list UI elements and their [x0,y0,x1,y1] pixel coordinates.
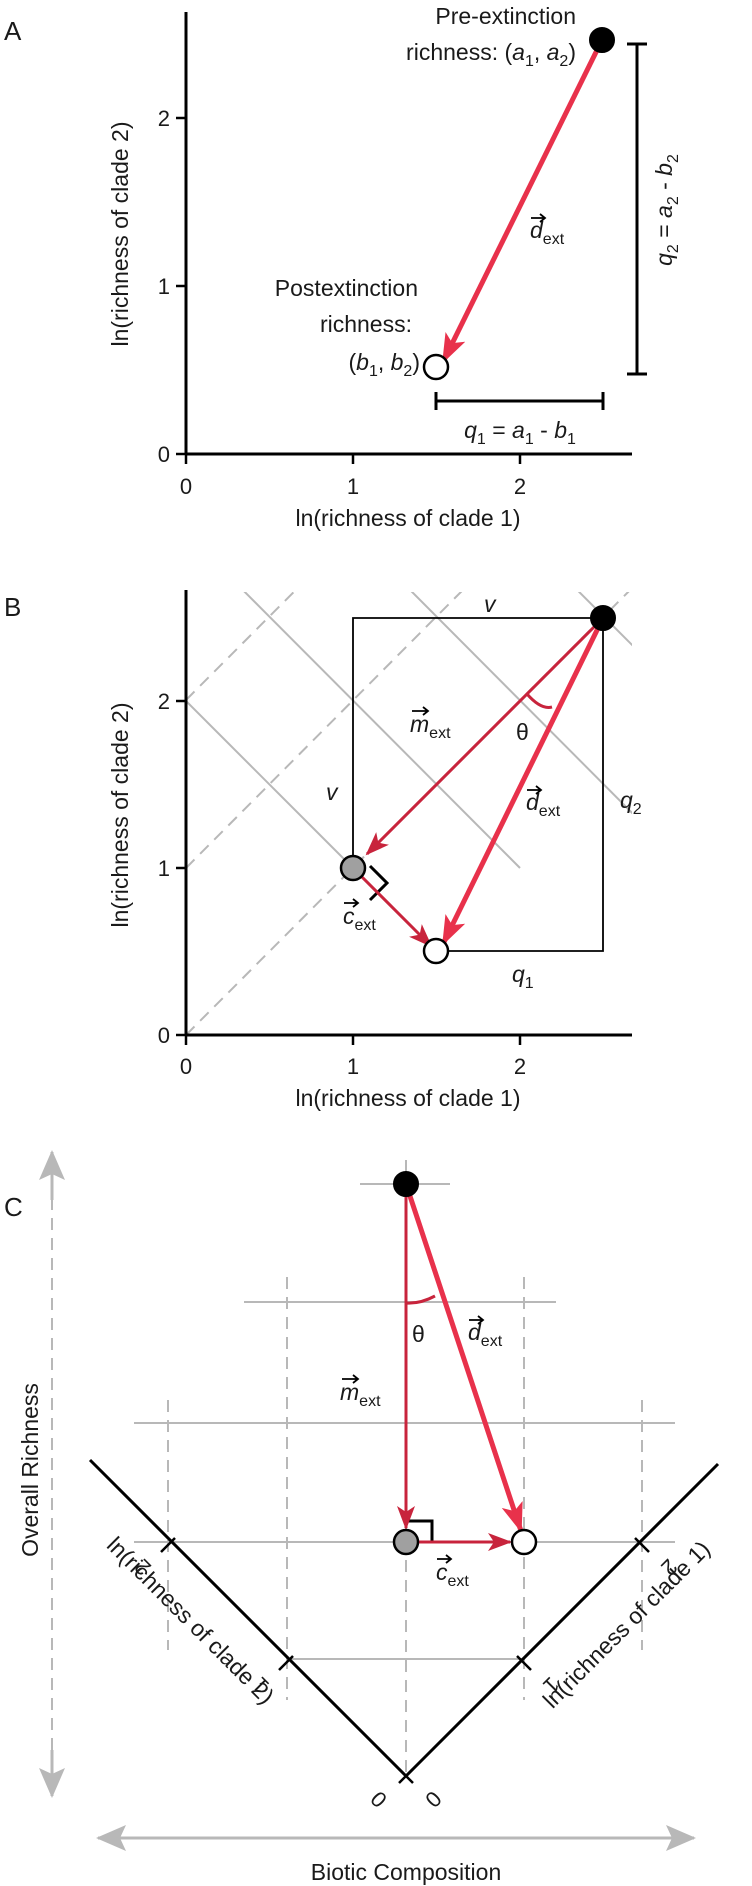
pre-extinction-label: Pre-extinction [435,3,576,29]
d-ext-label: dext [468,1319,503,1350]
rotated-grid [186,592,632,1036]
d-ext-vector [440,38,605,364]
v-label-top: v [484,591,497,617]
biotic-composition-label: Biotic Composition [311,1859,501,1885]
pre-extinction-coords: richness: (a1, a2) [406,39,576,70]
y-tick-label: 0 [158,1023,170,1048]
pre-extinction-point [589,27,615,53]
y-tick-label: 2 [158,689,170,714]
c-ext-vector [351,866,433,948]
x-tick-label: 0 [180,1054,192,1079]
y-tick-label: 1 [158,274,170,299]
post-extinction-coords: (b1, b2) [348,349,420,380]
panel-a: A 0 1 2 0 1 2 ln(richness of clade 1) ln… [4,3,682,531]
y-tick-label: 2 [158,106,170,131]
projection-point [392,1528,420,1556]
d-ext-label: dext [526,789,561,820]
v-box [352,617,604,952]
q1-formula: q1 = a1 - b1 [464,417,576,448]
c-ext-label: cext [436,1559,469,1590]
clade-1-tick-label: 0 [420,1786,446,1812]
x-tick-label: 2 [514,1054,526,1079]
clade-2-axis [88,1458,408,1778]
y-axis-label: ln(richness of clade 2) [107,703,133,928]
post-extinction-point [422,353,450,381]
post-extinction-label: Postextinction [275,275,418,301]
m-ext-label: mext [340,1379,381,1410]
x-tick-label: 1 [347,474,359,499]
panel-c: C Overall Richness Biotic Composition [4,1150,720,1885]
panel-b-letter: B [4,592,21,622]
clade-1-axis [404,1462,720,1778]
panel-a-letter: A [4,16,22,46]
pre-extinction-point [393,1171,419,1197]
right-angle-marker [368,864,390,902]
theta-arc [525,693,553,709]
overall-richness-label: Overall Richness [17,1383,43,1557]
x-tick-label: 0 [180,474,192,499]
clade-1-axis-label: ln(richness of clade 1) [538,1536,715,1713]
post-extinction-label-2: richness: [320,311,412,337]
v-label-left: v [326,779,339,805]
y-tick-label: 0 [158,442,170,467]
y-tick-label: 1 [158,856,170,881]
q2-formula: q2 = a2 - b2 [651,154,682,266]
x-tick-label: 1 [347,1054,359,1079]
projection-point [339,854,367,882]
d-ext-vector [403,1183,524,1533]
m-ext-vector [365,616,605,856]
clade-2-tick-label: 0 [366,1786,392,1812]
panel-c-letter: C [4,1192,23,1222]
pre-extinction-point [590,605,616,631]
panel-b: B 0 1 2 0 1 2 ln(richness of clade 1) [4,590,642,1111]
clade-2-axis-label: ln(richness of clade 2) [102,1532,279,1709]
c-ext-label: cext [343,903,376,934]
y-axis-label: ln(richness of clade 2) [107,122,133,347]
theta-label: θ [412,1321,425,1347]
post-extinction-point [422,937,450,965]
q2-label: q2 [620,787,642,818]
x-axis-label: ln(richness of clade 1) [296,1085,521,1111]
q2-bracket [627,42,647,376]
theta-label: θ [516,719,529,745]
q1-bracket [434,392,605,410]
m-ext-label: mext [410,711,451,742]
x-tick-label: 2 [514,474,526,499]
x-axis-label: ln(richness of clade 1) [296,505,521,531]
d-ext-label: dext [530,217,565,248]
d-ext-vector [440,616,606,946]
q1-label: q1 [512,961,534,992]
post-extinction-point [510,1528,538,1556]
theta-arc [405,1294,436,1305]
